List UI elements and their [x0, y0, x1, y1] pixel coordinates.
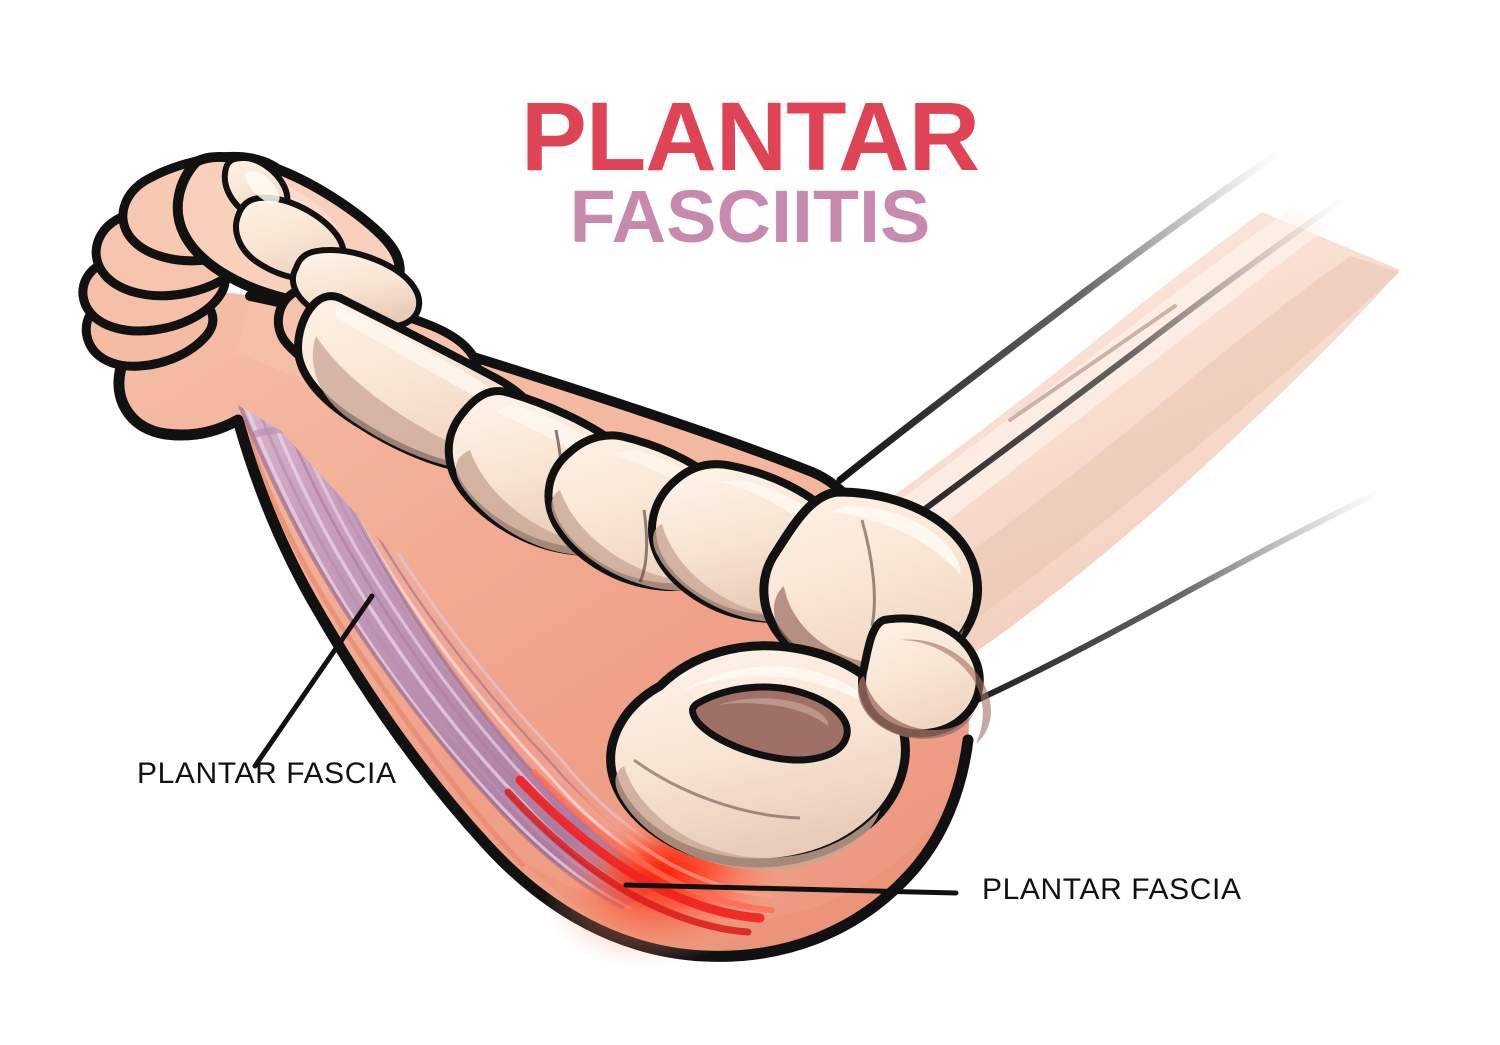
leg-outline-top: [836, 148, 1284, 484]
bone-talus-crease: [860, 519, 876, 627]
bone-metatarsal-shade: [312, 336, 530, 472]
arch-inner-rim: [241, 419, 526, 868]
sinus-tarsi-gap: [689, 683, 851, 764]
bone-metatarsal-highlight: [336, 306, 508, 412]
bone-talus-highlight: [828, 506, 961, 574]
leader-line-left: [252, 593, 375, 769]
bone-calcaneus-shade: [615, 766, 880, 871]
leg-highlight: [899, 208, 1330, 547]
bone-highlight-toe: [245, 170, 280, 204]
leg-outline-bottom: [939, 489, 1383, 719]
leg-outline-mid: [853, 195, 1348, 563]
leg-crease-line: [1008, 304, 1177, 422]
callout-label-left-plantar-fascia: PLANTAR FASCIA: [137, 757, 397, 790]
bone-calcaneus-highlight: [678, 666, 876, 710]
heel-pad-shade: [520, 776, 962, 955]
bones-group: [294, 292, 991, 871]
bone-calcaneus-crease: [633, 758, 801, 820]
callout-label-right-plantar-fascia: PLANTAR FASCIA: [982, 873, 1242, 906]
bone-cuneiform-2-crease: [638, 509, 649, 583]
bone-cuneiform-1-highlight: [496, 404, 639, 496]
leader-line-right: [623, 882, 959, 896]
callout-leader-lines: [252, 593, 959, 896]
bone-tuberosity-shade: [858, 676, 974, 739]
achilles-insertion-shade: [900, 639, 991, 744]
toes-group: [78, 151, 482, 406]
sinus-tarsi-highlight: [716, 698, 829, 726]
bone-navicular-shade: [653, 524, 840, 623]
lower-leg-region: [836, 148, 1400, 719]
foot-outline: [113, 294, 974, 962]
leg-shading-band: [905, 256, 1400, 643]
fascia-edge-outer: [236, 404, 625, 910]
